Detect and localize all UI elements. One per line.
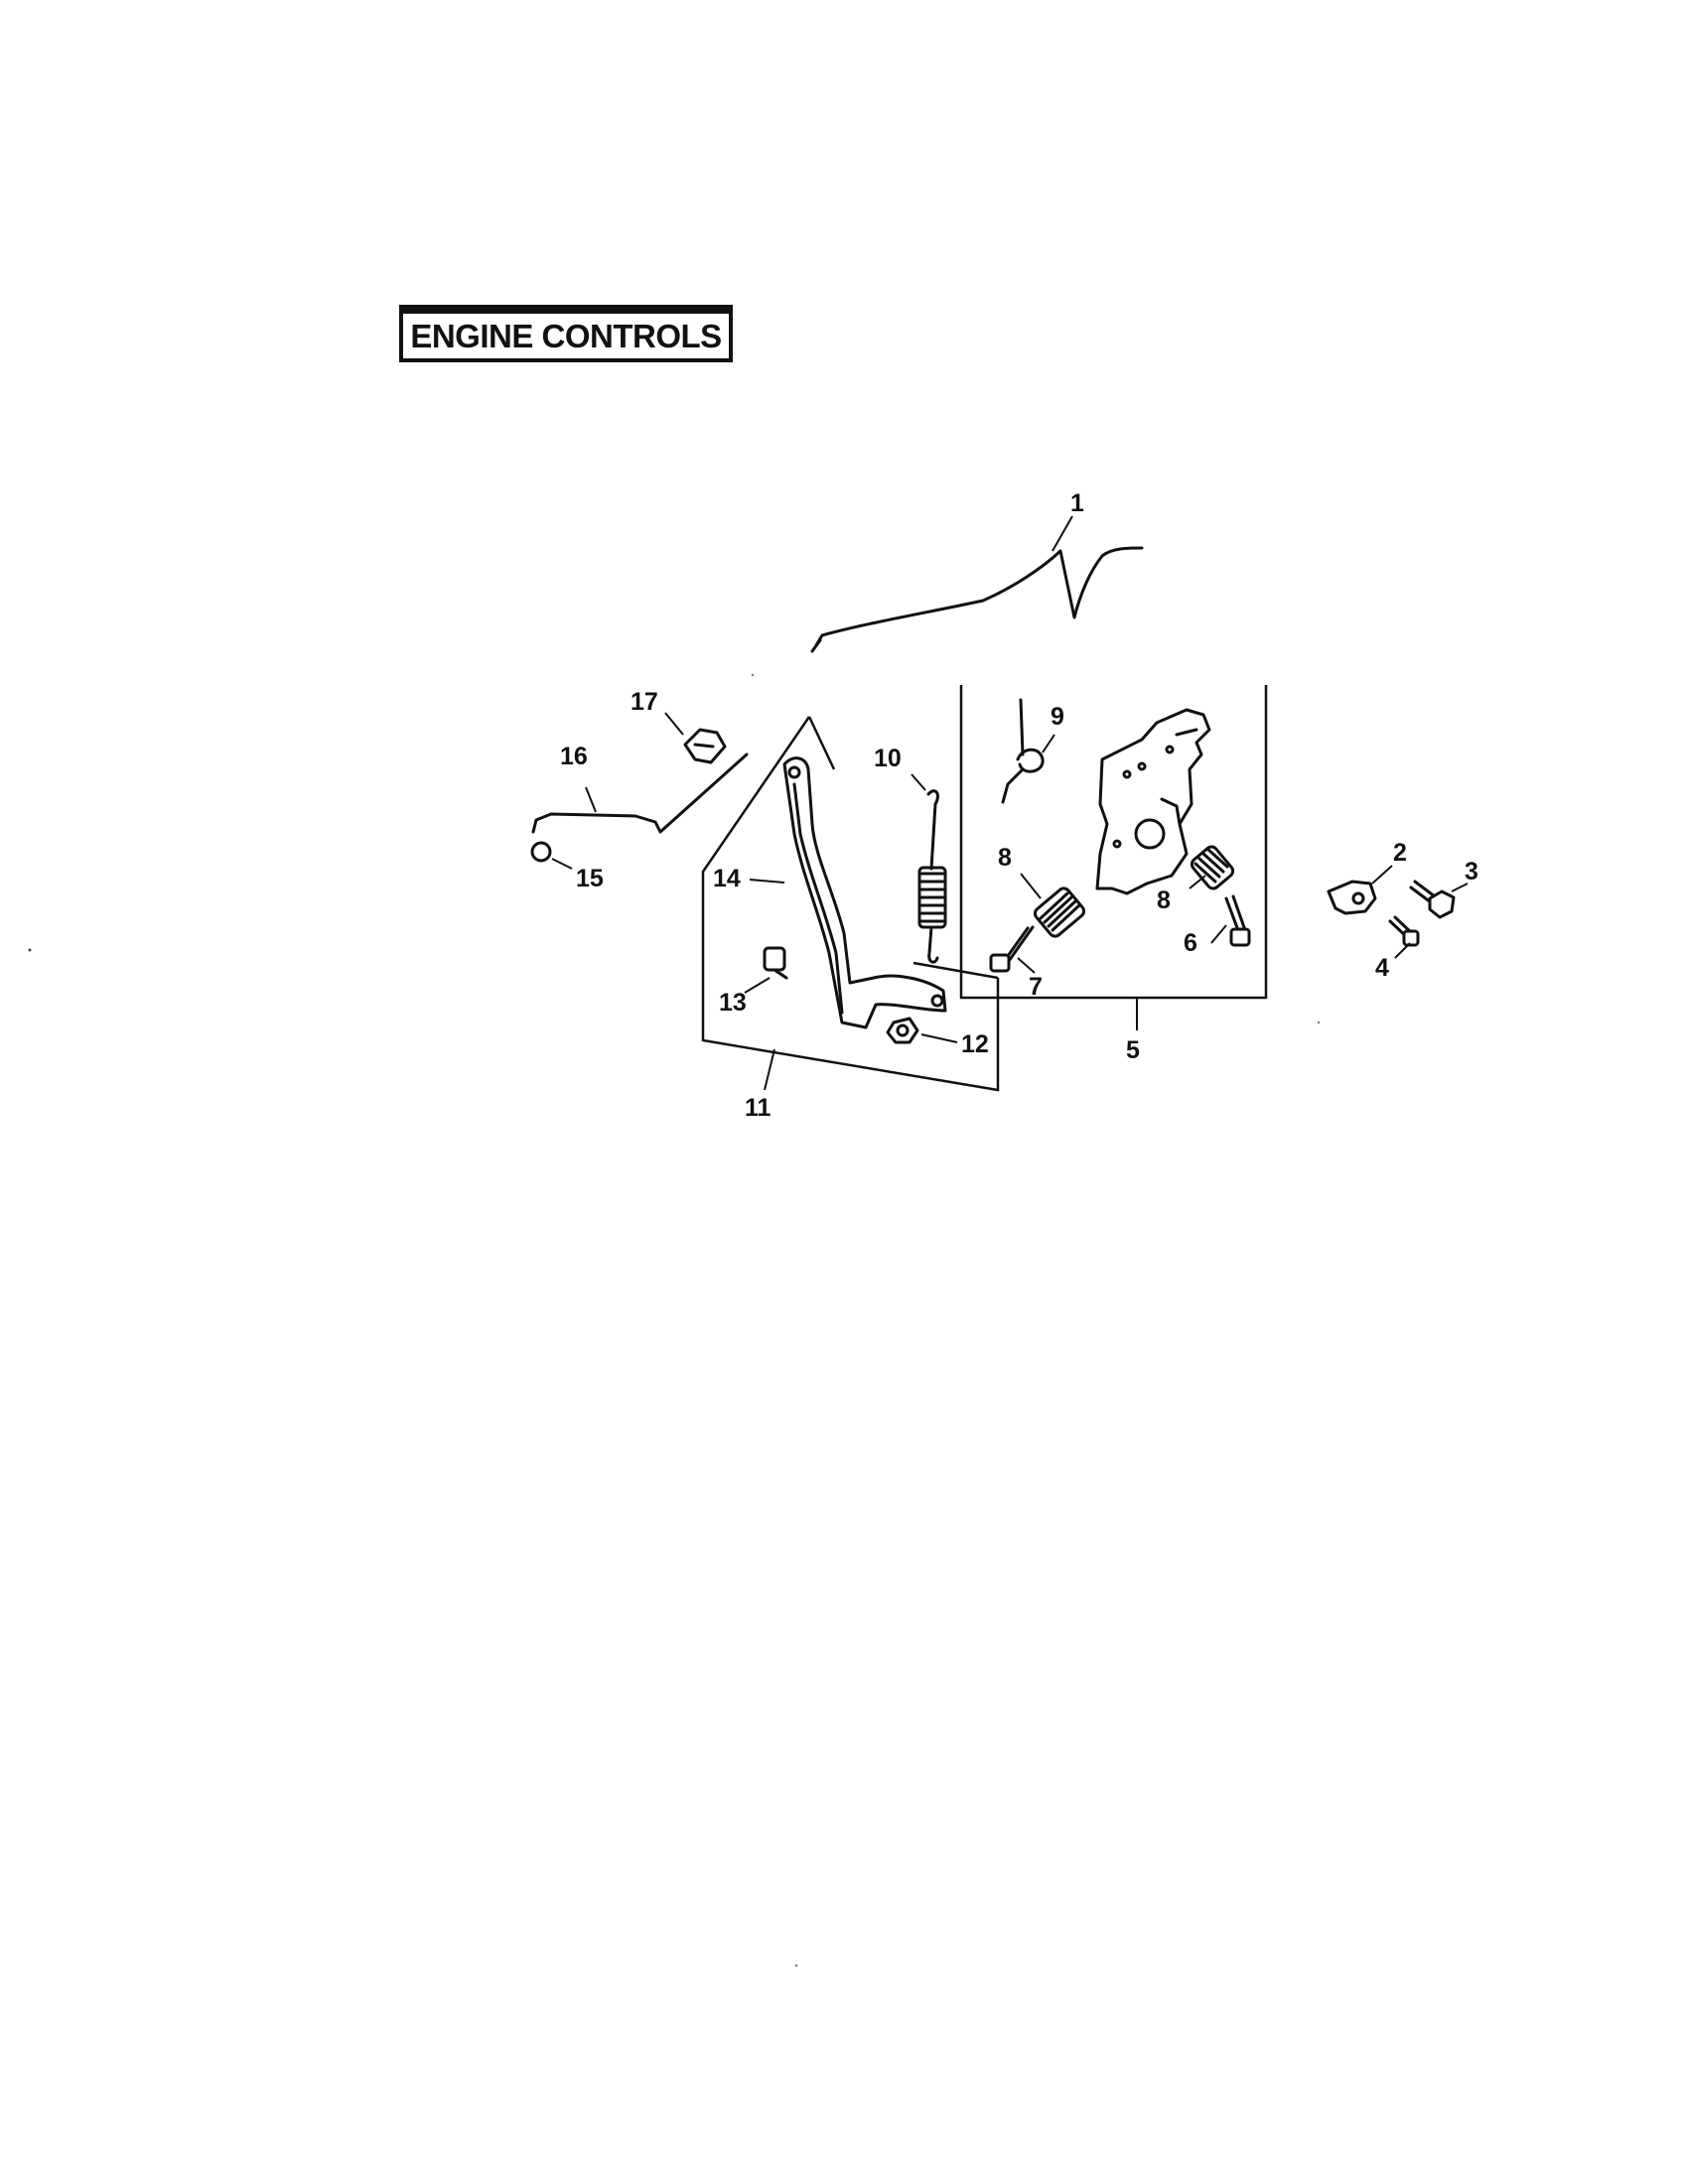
part-12-nut [886, 1017, 958, 1044]
leader-4 [1394, 942, 1411, 959]
callout-12: 12 [961, 1030, 989, 1058]
part-7-screw [989, 925, 1036, 974]
leader-16 [585, 786, 597, 813]
section-title: ENGINE CONTROLS [410, 317, 722, 354]
leader-17 [664, 712, 684, 736]
leader-8-left [1020, 873, 1042, 899]
part-4-bolt [1388, 915, 1420, 959]
leader-3 [1451, 883, 1469, 892]
leader-12 [920, 1033, 958, 1043]
assembly-11-frame [701, 716, 1000, 1092]
part-8-spring-left [1020, 873, 1086, 938]
part-1-throttle-link [810, 515, 1144, 653]
part-8-spring-right [1189, 845, 1235, 890]
scan-speck [794, 1964, 798, 1968]
leader-1 [1052, 515, 1073, 552]
part-15-grommet [530, 841, 573, 870]
assembly-5-frame [959, 685, 1268, 1030]
part-2-cable-clamp [1327, 865, 1393, 915]
callout-2: 2 [1393, 839, 1407, 867]
callout-7: 7 [1029, 973, 1043, 1001]
leader-14 [749, 879, 785, 884]
leader-6 [1210, 924, 1227, 944]
leader-7 [1017, 957, 1036, 974]
callout-5: 5 [1126, 1036, 1140, 1064]
callout-9: 9 [1051, 703, 1064, 731]
part-14-control-lever [749, 756, 947, 1029]
part-9-torsion-spring [1001, 698, 1055, 804]
part-10-extension-spring [911, 773, 947, 964]
callout-14: 14 [713, 865, 741, 892]
callout-16: 16 [560, 743, 588, 770]
callout-10: 10 [874, 745, 902, 772]
leader-8-right [1189, 875, 1206, 889]
scan-speck [1317, 1021, 1321, 1024]
callout-15: 15 [576, 865, 604, 892]
section-title-box: ENGINE CONTROLS [399, 305, 733, 362]
part-6-screw [1210, 894, 1251, 947]
leader-11 [764, 1048, 775, 1091]
callout-1: 1 [1070, 489, 1084, 517]
leader-10 [911, 773, 926, 791]
scan-speck [751, 673, 755, 677]
callout-17: 17 [631, 688, 658, 716]
leader-2 [1371, 865, 1393, 885]
part-13-shoulder-bolt [744, 946, 788, 994]
callout-8-right: 8 [1157, 887, 1171, 914]
callout-11: 11 [745, 1094, 772, 1122]
part-3-flange-bolt [1409, 880, 1469, 919]
scan-speck [28, 948, 32, 952]
leader-9 [1042, 734, 1055, 753]
part-17-clip [664, 712, 727, 764]
part-16-choke-rod [531, 752, 749, 834]
control-bracket-plate [1095, 708, 1211, 895]
callout-4: 4 [1375, 954, 1389, 982]
callout-13: 13 [719, 989, 747, 1017]
leader-13 [744, 977, 771, 994]
callout-8-left: 8 [998, 844, 1012, 872]
callout-6: 6 [1184, 929, 1197, 957]
leader-15 [551, 858, 573, 870]
callout-3: 3 [1465, 858, 1478, 886]
